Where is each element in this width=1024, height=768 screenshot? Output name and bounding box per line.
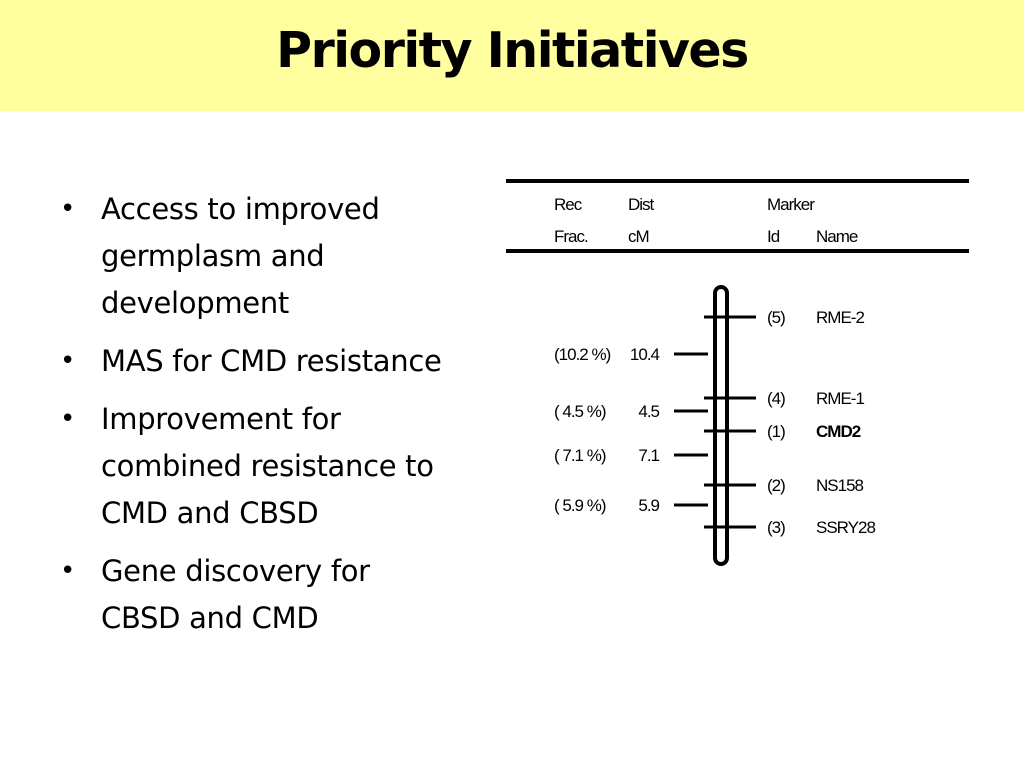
bullet-line: germplasm and [101,239,325,273]
interval-dist-cm: 4.5 [638,402,659,421]
header-cm: cM [628,227,649,246]
marker-id-rme-2: (5) [767,308,785,327]
bullet-line: development [101,286,290,320]
interval-rec-frac: ( 4.5 %) [554,402,606,421]
bullet-text: Improvement for combined resistance to CMD… [101,402,434,530]
marker-name-rme-2: RME-2 [816,308,864,327]
marker-name-rme-1: RME-1 [816,389,864,408]
marker-name-ns158: NS158 [816,476,864,495]
slide-title: Priority Initiatives [276,22,749,79]
bullet-line: combined resistance to [101,449,434,483]
interval-layer: (10.2 %) 10.4 ( 4.5 %) 4.5 ( 7.1 %) 7.1 ( 5.9 … [554,345,708,515]
bullet-line: CMD and CBSD [101,496,319,530]
interval-dist-cm: 5.9 [638,496,659,515]
bullet-dot-icon: • [60,556,76,586]
header-marker: Marker [767,195,815,214]
header-rec: Rec [554,195,583,214]
marker-id-ns158: (2) [767,476,785,495]
interval-dist-cm: 7.1 [638,446,659,465]
header-frac: Frac. [554,227,588,246]
bullet-item-mas: • MAS for CMD resistance [60,338,500,385]
bullet-line: Improvement for [101,402,341,436]
bullet-item-germplasm: • Access to improved germplasm and developm… [60,186,500,327]
marker-id-cmd2: (1) [767,422,785,441]
interval-dist-cm: 10.4 [630,345,660,364]
header-id: Id [767,227,780,246]
marker-name-ssry28: SSRY28 [816,518,875,537]
interval-rec-frac: ( 5.9 %) [554,496,606,515]
marker-id-rme-1: (4) [767,389,785,408]
header-name: Name [816,227,858,246]
bullet-line: CBSD and CMD [101,601,319,635]
title-band [0,0,1024,111]
linkage-map: Rec Frac. Dist cM Marker Id Name (5) RME-… [506,179,969,566]
marker-name-cmd2: CMD2 [816,422,861,441]
bullet-line: Access to improved [101,192,380,226]
marker-layer: (5) RME-2 (4) RME-1 (1) CMD2 (2) NS158 (3) SSRY28 [704,308,876,537]
interval-rec-frac: ( 7.1 %) [554,446,606,465]
bullet-item-improvement: • Improvement for combined resistance to CM… [60,396,500,537]
marker-id-ssry28: (3) [767,518,785,537]
interval-rec-frac: (10.2 %) [554,345,611,364]
bullet-list: • Access to improved germplasm and developm… [60,186,500,653]
bullet-dot-icon: • [60,346,76,376]
bullet-dot-icon: • [60,194,76,224]
bullet-text: Access to improved germplasm and developme… [101,192,380,320]
bullet-line: MAS for CMD resistance [101,344,442,378]
bullet-line: Gene discovery for [101,554,370,588]
bullet-dot-icon: • [60,404,76,434]
header-dist: Dist [628,195,655,214]
chromosome-bar [713,285,729,566]
